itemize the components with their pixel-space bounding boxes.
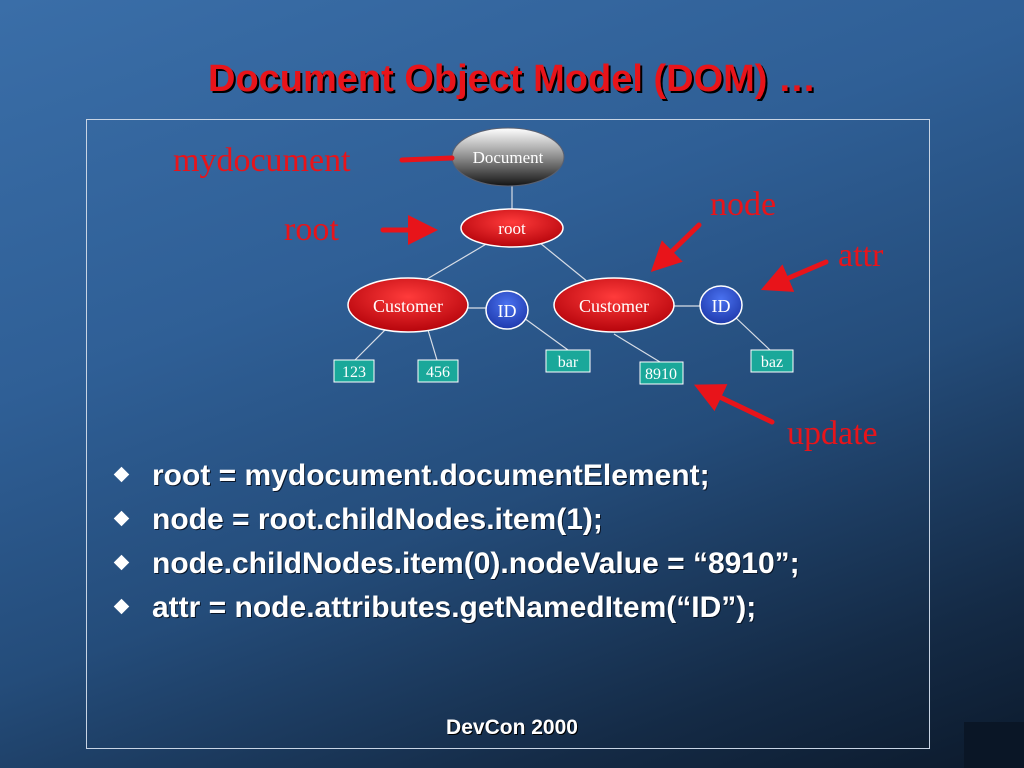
- node-attribute-id-2-label: ID: [712, 296, 731, 316]
- diamond-bullet-icon: [113, 466, 130, 483]
- node-customer-1-label: Customer: [373, 296, 443, 316]
- corner-block: [964, 722, 1024, 768]
- bullet-item: node = root.childNodes.item(1);: [112, 498, 912, 542]
- edge-id2-baz: [733, 315, 771, 351]
- node-root-label: root: [498, 219, 526, 238]
- leaf-456: 456: [417, 359, 459, 383]
- slide-title: Document Object Model (DOM) …: [208, 58, 816, 100]
- leaf-baz: baz: [750, 349, 794, 373]
- node-attribute-id-1-label: ID: [498, 301, 517, 321]
- leaf-123: 123: [333, 359, 375, 383]
- bullet-text: node = root.childNodes.item(1);: [152, 503, 603, 536]
- node-customer-2-label: Customer: [579, 296, 649, 316]
- leaf-bar: bar: [545, 349, 591, 373]
- callout-mydocument: mydocument: [173, 142, 351, 179]
- slide-footer: DevCon 2000: [446, 716, 578, 739]
- bullet-text: attr = node.attributes.getNamedItem(“ID”…: [152, 591, 757, 624]
- diamond-bullet-icon: [113, 510, 130, 527]
- edge-id1-bar: [523, 317, 569, 351]
- callout-root: root: [284, 211, 339, 248]
- content-frame: [86, 119, 930, 749]
- code-bullet-list: root = mydocument.documentElement; node …: [112, 454, 912, 630]
- leaf-baz-label: baz: [761, 354, 783, 371]
- leaf-8910: 8910: [639, 361, 684, 385]
- leaf-bar-label: bar: [558, 354, 579, 371]
- callout-node: node: [710, 186, 776, 223]
- edge-customer1-123: [354, 329, 386, 361]
- node-root: root: [460, 208, 564, 248]
- diamond-bullet-icon: [113, 598, 130, 615]
- edge-customer2-8910: [613, 333, 661, 363]
- leaf-456-label: 456: [426, 364, 450, 381]
- arrow-node: [650, 222, 702, 272]
- node-customer-2: Customer: [553, 277, 675, 333]
- arrow-mydocument: [399, 155, 455, 163]
- edge-root-customer1: [421, 242, 489, 283]
- callout-update: update: [787, 415, 878, 452]
- arrow-update: [693, 384, 775, 425]
- bullet-item: root = mydocument.documentElement;: [112, 454, 912, 498]
- tree-edges: [354, 185, 771, 363]
- diamond-bullet-icon: [113, 554, 130, 571]
- node-attribute-id-1: ID: [485, 290, 529, 330]
- callout-attr: attr: [838, 237, 884, 274]
- node-attribute-id-2: ID: [699, 285, 743, 325]
- bullet-item: node.childNodes.item(0).nodeValue = “891…: [112, 542, 912, 586]
- node-document: Document: [451, 127, 565, 187]
- node-document-label: Document: [473, 148, 544, 167]
- leaf-8910-label: 8910: [645, 366, 677, 383]
- leaf-123-label: 123: [342, 364, 366, 381]
- bullet-item: attr = node.attributes.getNamedItem(“ID”…: [112, 586, 912, 630]
- bullet-text: root = mydocument.documentElement;: [152, 459, 710, 492]
- edge-root-customer2: [539, 242, 589, 283]
- bullet-text: node.childNodes.item(0).nodeValue = “891…: [152, 547, 800, 580]
- node-customer-1: Customer: [347, 277, 469, 333]
- edge-customer1-456: [427, 329, 438, 361]
- arrow-attr: [760, 259, 829, 292]
